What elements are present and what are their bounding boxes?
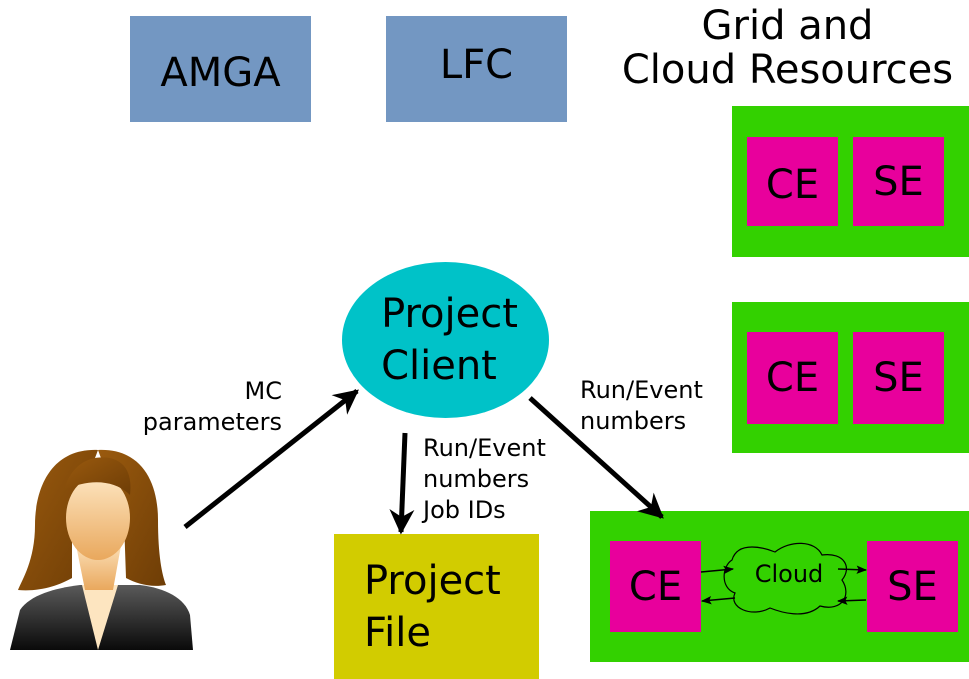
grid-site-2: CE SE: [732, 302, 969, 453]
project-client-line1: Project: [381, 291, 518, 337]
cloud-label: Cloud: [755, 560, 824, 588]
ce-to-cloud-arrow: [700, 565, 735, 575]
project-client-line2: Client: [381, 343, 497, 389]
grid-label-line2: numbers: [580, 407, 687, 435]
project-file-line2: File: [364, 609, 431, 656]
mc-label-line1: MC: [244, 377, 282, 405]
grid-title: Grid and Cloud Resources: [600, 4, 969, 92]
grid-edge-label: Run/Event numbers: [580, 375, 730, 437]
grid-title-line2: Cloud Resources: [621, 47, 954, 93]
se-box: SE: [853, 332, 944, 424]
file-label-line3: Job IDs: [423, 496, 506, 524]
grid-arrow: [528, 396, 664, 519]
se-box: SE: [853, 137, 944, 226]
cloud-to-se-arrow: [837, 565, 868, 574]
project-file-line1: Project: [364, 557, 501, 604]
lfc-box: LFC: [386, 16, 567, 122]
project-file-box: Project File: [334, 534, 539, 679]
ce-box: CE: [747, 137, 838, 226]
ce-label: CE: [765, 161, 820, 208]
ce-box: CE: [747, 332, 838, 424]
se-label: SE: [873, 355, 924, 401]
mc-parameters-label: MC parameters: [134, 376, 282, 438]
mc-label-line2: parameters: [142, 408, 282, 436]
grid-title-line1: Grid and: [701, 3, 874, 49]
user-avatar-icon: [10, 449, 193, 650]
amga-label: AMGA: [160, 50, 281, 96]
project-client-node: Project Client: [342, 262, 549, 418]
ce-label: CE: [628, 563, 683, 610]
se-to-cloud-arrow: [836, 596, 867, 605]
se-box: SE: [867, 541, 958, 632]
file-label-line2: numbers: [423, 465, 530, 493]
mc-arrow: [183, 389, 359, 529]
file-label-line1: Run/Event: [423, 434, 546, 462]
cloud-to-ce-arrow: [700, 595, 736, 605]
lfc-label: LFC: [439, 42, 514, 88]
amga-box: AMGA: [130, 16, 311, 122]
grid-label-line1: Run/Event: [580, 376, 703, 404]
ce-label: CE: [765, 355, 820, 401]
ce-box: CE: [610, 541, 701, 632]
file-edge-label: Run/Event numbers Job IDs: [423, 433, 573, 526]
grid-site-1: CE SE: [732, 106, 969, 257]
se-label: SE: [887, 563, 938, 610]
file-arrow: [389, 432, 415, 535]
se-label: SE: [873, 158, 924, 205]
